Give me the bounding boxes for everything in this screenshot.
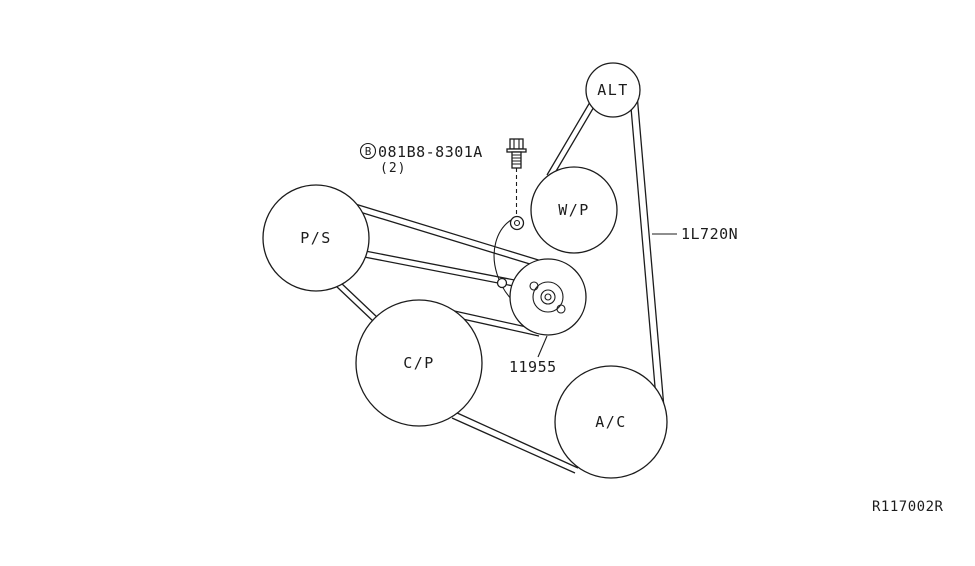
bolt-part-number: 081B8-8301A bbox=[378, 143, 483, 161]
ps-pulley-circle bbox=[262, 184, 370, 292]
tensioner-hub bbox=[540, 289, 556, 305]
cp-pulley-label: C/P bbox=[403, 354, 435, 372]
tensioner-face-hole-lower bbox=[556, 304, 566, 314]
wp-pulley-label: W/P bbox=[558, 201, 590, 219]
bolt-callout: B 081B8-8301A (2) bbox=[359, 142, 483, 176]
tensioner-outer-circle bbox=[509, 258, 587, 336]
tensioner-callout: 11955 bbox=[509, 335, 557, 376]
tensioner-pulley bbox=[509, 258, 587, 336]
diagram-ref-code: R117002R bbox=[872, 499, 944, 515]
bracket-bolt-hole-center bbox=[513, 219, 521, 227]
pulley-wp: W/P bbox=[530, 166, 618, 254]
tensioner-leader-line bbox=[537, 335, 548, 358]
belt-run-alt-ac bbox=[629, 93, 665, 411]
pulley-alt: ALT bbox=[585, 62, 641, 118]
bolt-marker-letter: B bbox=[365, 145, 372, 158]
pulley-ps: P/S bbox=[262, 184, 370, 292]
belt-run-cp-ac bbox=[451, 411, 579, 474]
pulley-cp: C/P bbox=[355, 299, 483, 427]
bolt-threads bbox=[512, 154, 521, 165]
belt-callout: 1L720N bbox=[652, 225, 738, 243]
belt-run-wp-ps bbox=[349, 202, 546, 269]
cp-pulley-circle bbox=[355, 299, 483, 427]
alt-pulley-label: ALT bbox=[597, 81, 629, 99]
bolt-marker-circle bbox=[359, 142, 377, 160]
tensioner-face-hole-upper bbox=[529, 281, 539, 291]
pulley-ac: A/C bbox=[554, 365, 668, 479]
tensioner-mid-ring bbox=[532, 281, 564, 313]
ps-pulley-label: P/S bbox=[300, 229, 332, 247]
tensioner-part-number: 11955 bbox=[509, 358, 557, 376]
bolt-head bbox=[509, 138, 524, 150]
bolt-shank bbox=[511, 151, 522, 169]
belt-run-alt-wp bbox=[546, 96, 599, 179]
ac-pulley-label: A/C bbox=[595, 413, 627, 431]
alt-pulley-circle bbox=[585, 62, 641, 118]
bracket-bolt-hole bbox=[509, 215, 525, 231]
bolt-icon bbox=[506, 138, 527, 216]
bracket-lower-hole bbox=[496, 277, 508, 289]
ac-pulley-circle bbox=[554, 365, 668, 479]
tensioner-center-hole bbox=[544, 293, 552, 301]
wp-pulley-circle bbox=[530, 166, 618, 254]
belt-part-number: 1L720N bbox=[681, 225, 738, 243]
bolt-quantity: (2) bbox=[380, 161, 406, 176]
belt-run-ps-cp bbox=[335, 281, 379, 323]
